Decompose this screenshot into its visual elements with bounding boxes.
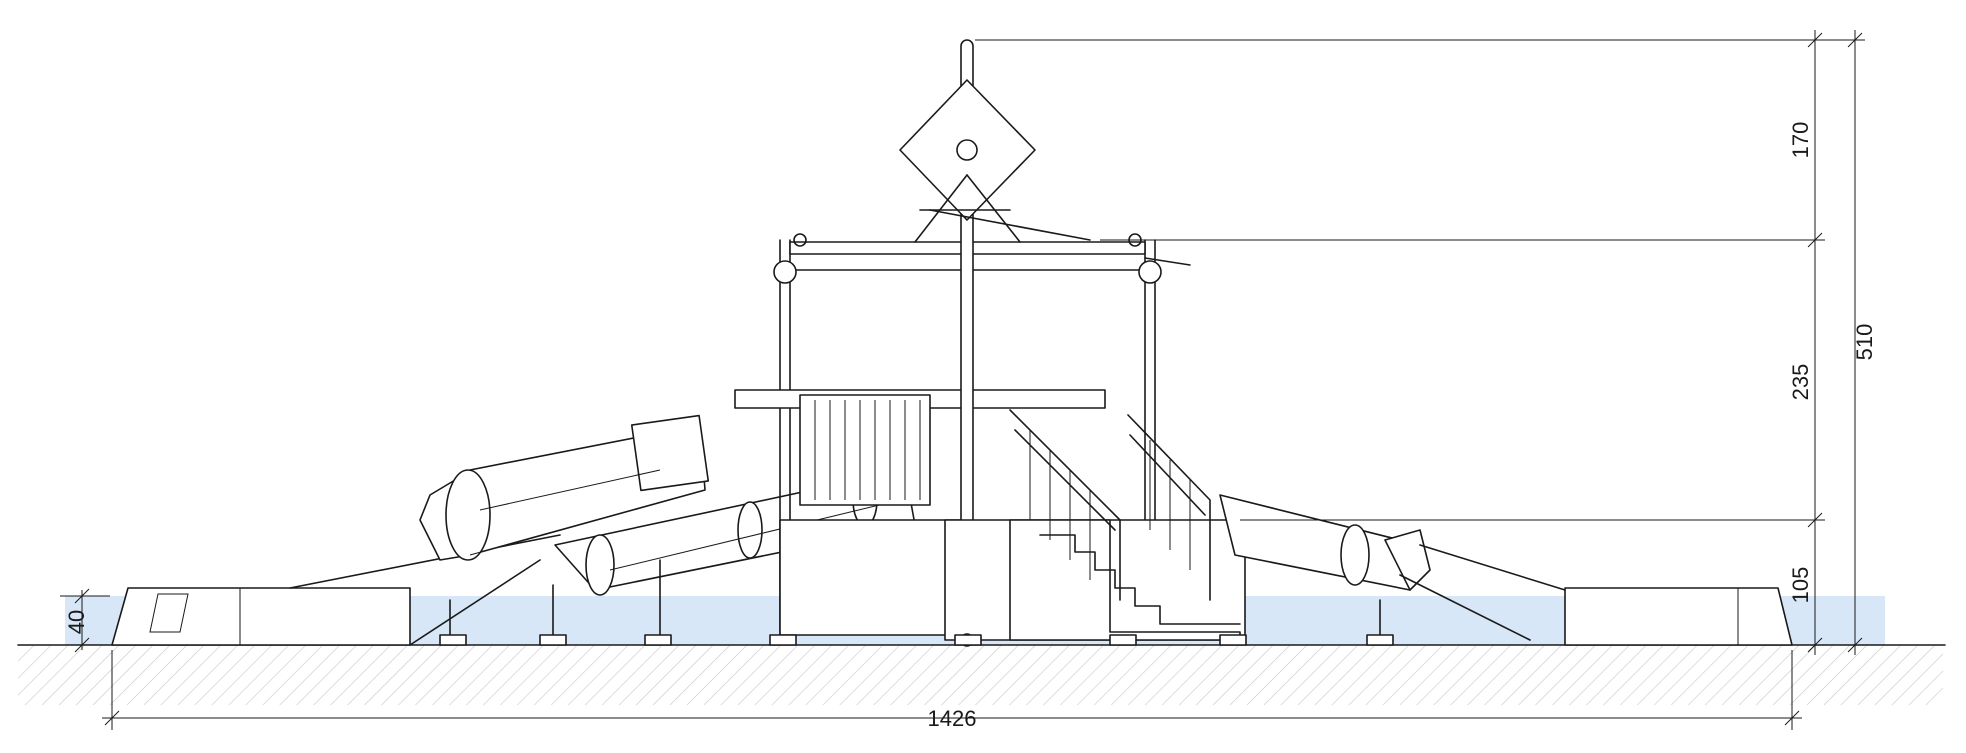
right-pool-edge	[1564, 587, 1793, 646]
dim-total-height: 510	[1852, 324, 1877, 361]
dim-top-section: 170	[1788, 122, 1813, 159]
dimension-lines	[60, 30, 1865, 730]
dim-water-depth: 40	[64, 610, 89, 634]
dim-middle-section: 235	[1788, 364, 1813, 401]
foot-blocks	[439, 634, 1394, 646]
right-slide	[1219, 494, 1566, 641]
left-pool-edge	[111, 587, 411, 646]
main-tower	[734, 39, 1246, 647]
dim-bottom-section: 105	[1788, 567, 1813, 604]
stairs	[1009, 409, 1241, 641]
dim-total-length: 1426	[928, 706, 977, 731]
ground-hatch	[18, 645, 1943, 705]
